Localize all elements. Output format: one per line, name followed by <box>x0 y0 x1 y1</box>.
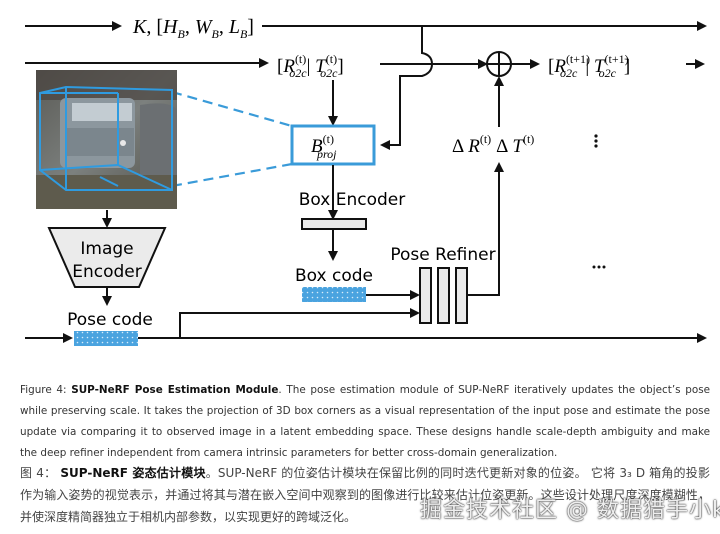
box-encoder-label: Box Encoder <box>299 190 406 210</box>
projection-dash-bottom <box>171 162 293 188</box>
box-code-label: Box code <box>295 266 373 286</box>
pose-refiner-layer-2 <box>437 267 450 324</box>
caption-title: SUP-NeRF Pose Estimation Module <box>71 384 279 396</box>
projection-dash-top <box>171 90 293 128</box>
figure-caption-english: Figure 4: SUP-NeRF Pose Estimation Modul… <box>20 380 710 464</box>
bproj-box <box>290 124 376 166</box>
pose-code-label: Pose code <box>67 310 153 330</box>
pose-out-label: [R(t+1)o2c| T(t+1)o2c] <box>548 52 630 80</box>
image-encoder-label-line1: Image <box>80 239 133 259</box>
pose-refiner-label: Pose Refiner <box>390 245 495 265</box>
image-encoder-block <box>47 227 167 288</box>
box-encoder-block <box>301 218 367 230</box>
caption-zh-prefix: 图 4： <box>20 466 57 480</box>
pose-estimation-diagram: K, [HB, WB, LB] [R(t)o2c| T(t)o2c] [R(t+… <box>25 16 707 346</box>
watermark: 掘金技术社区 @ 数据猎手小k <box>420 498 720 523</box>
pose-refiner-layer-1 <box>419 267 432 324</box>
caption-prefix: Figure 4: <box>20 384 67 396</box>
box-code-block <box>302 287 366 302</box>
horizontal-ellipsis-icon <box>592 265 606 269</box>
caption-body: . The pose estimation module of SUP-NeRF… <box>20 384 710 459</box>
intrinsics-label: K, [HB, WB, LB] <box>132 16 254 41</box>
pose-code-block <box>74 331 138 346</box>
refiner-to-delta-connector <box>467 162 504 296</box>
observed-car-image <box>36 70 177 209</box>
image-encoder-label-line2: Encoder <box>72 262 142 282</box>
figure-caption-chinese: 图 4： SUP-NeRF 姿态估计模块。SUP-NeRF 的位姿估计模块在保留… <box>20 462 710 528</box>
sum-operator-icon <box>486 51 512 77</box>
bproj-label: B(t)proj <box>311 132 337 161</box>
vertical-ellipsis-icon <box>594 134 598 148</box>
pose-refiner-layer-3 <box>455 267 468 324</box>
pose-code-to-refiner-connector <box>179 308 420 338</box>
caption-zh-title: SUP-NeRF 姿态估计模块 <box>60 466 206 480</box>
intrinsics-to-bproj-connector <box>380 26 434 150</box>
caption-zh-body: 。SUP-NeRF 的位姿估计模块在保留比例的同时迭代更新对象的位姿。 它将 3… <box>20 466 710 524</box>
pose-in-label: [R(t)o2c| T(t)o2c] <box>277 52 344 80</box>
